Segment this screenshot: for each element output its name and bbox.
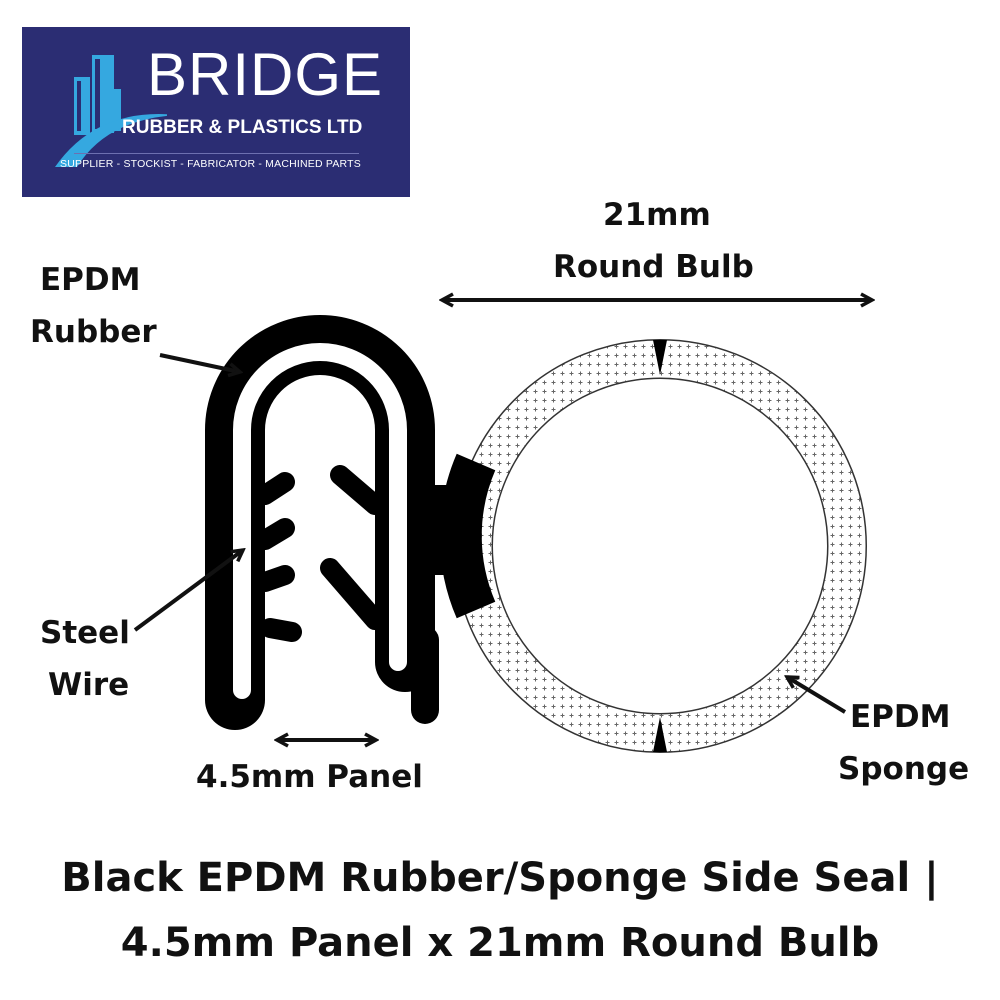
rubber-pointer-arrow: [159, 353, 240, 372]
product-title-line1: Black EPDM Rubber/Sponge Side Seal |: [61, 855, 939, 901]
rubber-profile: [205, 315, 480, 730]
bulb-shape-label: Round Bulb: [553, 249, 754, 285]
sponge-label-line2: Sponge: [838, 751, 970, 787]
tagline: SUPPLIER - STOCKIST - FABRICATOR - MACHI…: [60, 158, 361, 170]
sponge-bulb: [439, 339, 867, 753]
top-notch: [653, 340, 667, 375]
logo-divider: [74, 153, 359, 154]
company-name: RUBBER & PLASTICS LTD: [122, 117, 363, 138]
product-title-line2: 4.5mm Panel x 21mm Round Bulb: [120, 920, 880, 966]
bottom-notch: [653, 717, 667, 752]
wire-label-line2: Wire: [48, 667, 130, 703]
bulb-size-label: 21mm: [603, 197, 711, 233]
company-logo: BRIDGE RUBBER & PLASTICS LTD SUPPLIER - …: [22, 27, 410, 197]
panel-label: 4.5mm Panel: [196, 759, 423, 795]
sponge-pointer-arrow: [787, 677, 847, 714]
brand-name: BRIDGE: [147, 41, 384, 108]
wire-pointer-arrow: [133, 550, 243, 632]
sponge-label-line1: EPDM: [850, 699, 951, 735]
rubber-label-line2: Rubber: [30, 314, 157, 350]
wire-label-line1: Steel: [40, 615, 130, 651]
rubber-label-line1: EPDM: [40, 262, 141, 298]
